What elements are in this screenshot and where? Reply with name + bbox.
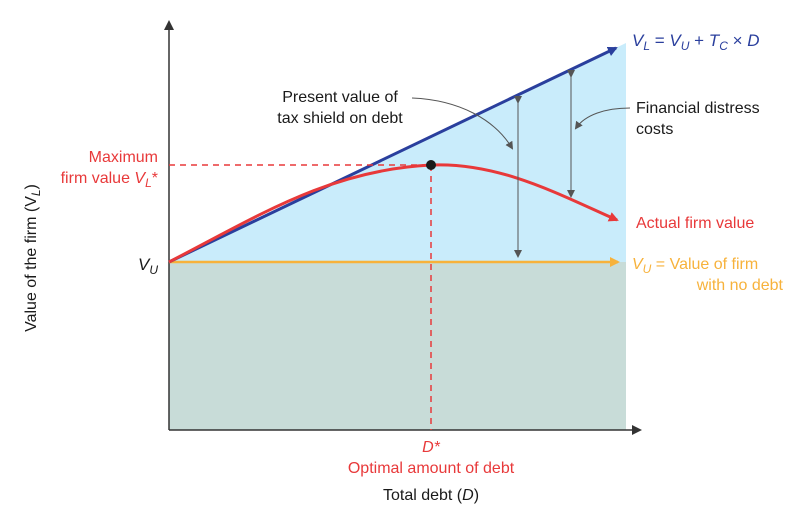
optimal-debt-caption: Optimal amount of debt <box>348 460 515 477</box>
distress-label-line2: costs <box>636 121 673 138</box>
max-firm-value-label-2: firm value VL* <box>61 170 158 190</box>
tax-shield-label-line1: Present value of <box>282 89 398 106</box>
levered-line-equation: VL = VU + TC × D <box>632 31 760 53</box>
distress-leader-arrow <box>574 107 631 130</box>
tax-shield-leader-arrow <box>411 97 514 150</box>
distress-label-line1: Financial distress <box>636 100 760 117</box>
levered-value-line <box>168 46 618 264</box>
vu-tick-label: VU <box>138 255 158 277</box>
max-firm-value-label: Maximum <box>89 149 158 166</box>
unlevered-base-region <box>169 262 626 430</box>
actual-firm-value-label: Actual firm value <box>636 215 754 232</box>
dstar-label: D* <box>422 439 441 456</box>
optimum-point <box>426 160 436 170</box>
tax-shield-label-line2: tax shield on debt <box>277 110 403 127</box>
y-axis-label: Value of the firm (VL) <box>23 184 43 332</box>
unlevered-label-line2: with no debt <box>696 277 784 294</box>
unlevered-label-line1: VU = Value of firm <box>632 256 758 276</box>
x-axis-label: Total debt (D) <box>383 487 479 504</box>
